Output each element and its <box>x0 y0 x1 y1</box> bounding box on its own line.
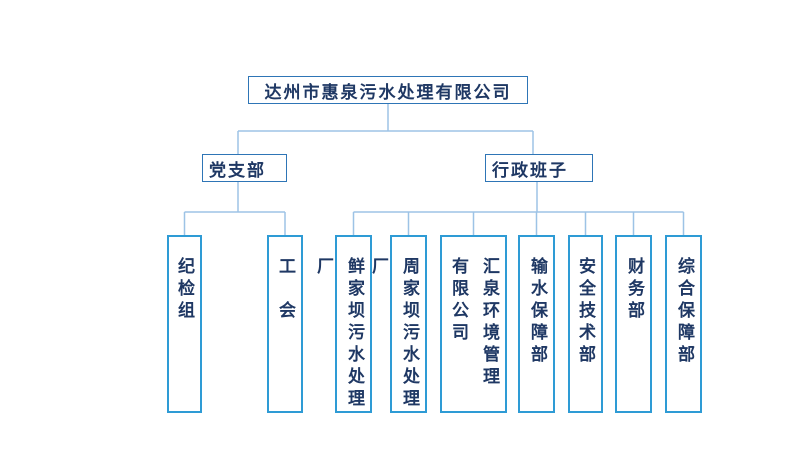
org-node-general-support-dept: 综合保障部 <box>665 235 702 413</box>
org-node-zhoujiaba-sewage-plant: 周家坝污水处理厂 <box>369 235 427 413</box>
org-node-huiquan-environment-company: 汇泉环境管理 有限公司 <box>440 235 507 413</box>
org-node-root: 达州市惠泉污水处理有限公司 <box>248 76 528 104</box>
org-node-admin-team: 行政班子 <box>485 154 593 182</box>
org-node-water-transmission-support-dept: 输水保障部 <box>518 235 555 413</box>
org-node-party-branch: 党支部 <box>202 154 287 182</box>
org-node-labor-union: 工 会 <box>267 235 303 413</box>
org-node-finance-dept: 财务部 <box>615 235 652 413</box>
org-node-safety-technology-dept: 安全技术部 <box>568 235 603 413</box>
org-node-xianjiaba-sewage-plant: 鲜家坝污水处理厂 <box>314 235 372 413</box>
org-node-discipline-inspection-group: 纪检组 <box>167 235 202 413</box>
